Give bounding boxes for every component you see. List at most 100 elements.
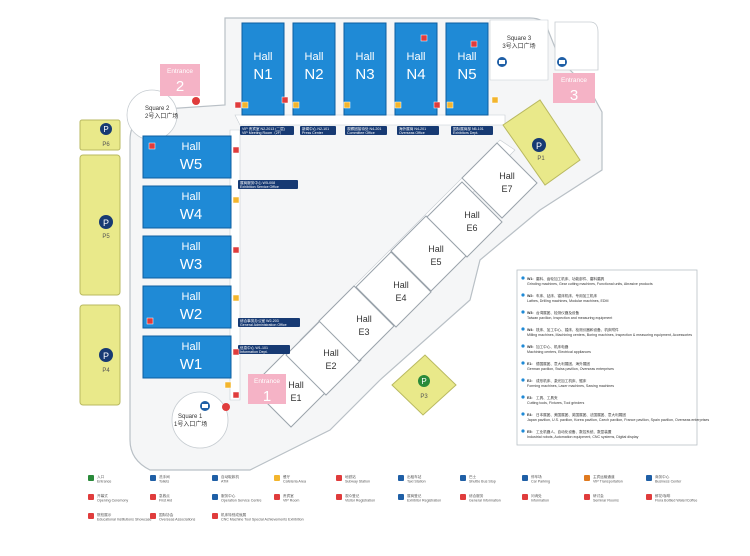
hall-label: Hall: [458, 51, 477, 63]
svg-text:问询处: 问询处: [531, 493, 542, 498]
parking-label: P6: [102, 142, 110, 148]
facility-icon: [420, 34, 428, 42]
svg-text:Cutting tools, Fixtures, Tool: Cutting tools, Fixtures, Tool grinders: [527, 401, 584, 405]
parking-label: P4: [102, 368, 110, 374]
legend-symbol-icon: [274, 494, 280, 500]
svg-text:加工中心、机床电器: 加工中心、机床电器: [536, 344, 569, 349]
entrance-2[interactable]: Entrance 2: [160, 64, 200, 96]
svg-text:展商登记: 展商登记: [407, 493, 422, 498]
legend-bullet-icon: [521, 378, 525, 382]
parking-p5[interactable]: P P4 P5: [79, 154, 121, 296]
facility-icon: [146, 317, 154, 325]
entrance-number: 3: [570, 87, 578, 104]
hall-label: Hall: [182, 141, 201, 153]
svg-text:Flora Bottled Water/Coffee: Flora Bottled Water/Coffee: [655, 499, 697, 503]
svg-text:停车场: 停车场: [531, 474, 542, 479]
legend-symbol-icon: [646, 494, 652, 500]
parking-label: P5: [102, 234, 110, 240]
svg-text:VIP 贵宾室 N2-2013 (二层): VIP 贵宾室 N2-2013 (二层): [242, 126, 285, 131]
parking-p4[interactable]: P P4: [79, 304, 121, 406]
svg-text:餐厅: 餐厅: [283, 474, 291, 479]
hall-label: Hall: [393, 280, 409, 290]
square-label-cn: 2号入口广场: [145, 112, 178, 120]
facility-icon: [343, 101, 351, 109]
svg-text:W5:: W5:: [527, 345, 534, 349]
legend-symbol-icon: [584, 475, 590, 481]
legend-symbol-icon: [522, 475, 528, 481]
facility-icon: [148, 142, 156, 150]
hall-label: Hall: [305, 51, 324, 63]
svg-text:主宾运输通道: 主宾运输通道: [593, 474, 615, 479]
svg-text:Cafeteria Area: Cafeteria Area: [283, 480, 306, 484]
svg-text:出租车站: 出租车站: [407, 474, 422, 479]
bus-icon: [557, 57, 567, 67]
svg-text:巴士: 巴士: [469, 474, 477, 479]
svg-text:Seminar Rooms: Seminar Rooms: [593, 499, 619, 503]
svg-text:商务中心: 商务中心: [655, 474, 670, 479]
svg-text:Educational Institutions Showc: Educational Institutions Showcase: [97, 518, 152, 522]
legend-bullet-icon: [521, 344, 525, 348]
parking-p3[interactable]: P P3: [391, 354, 457, 416]
hall-number: N1: [253, 66, 272, 83]
svg-text:VIP Transportation: VIP Transportation: [593, 480, 623, 484]
parking-p6[interactable]: P P6: [79, 119, 121, 151]
entrance-3[interactable]: Entrance 3: [553, 73, 595, 104]
hall-number: N5: [457, 66, 476, 83]
svg-text:工业机器人、自动化设备、数控系统、数显装置: 工业机器人、自动化设备、数控系统、数显装置: [536, 429, 612, 434]
svg-text:Shuttle Bus Stop: Shuttle Bus Stop: [469, 480, 496, 484]
legend-symbol-icon: [460, 494, 466, 500]
facility-icon: [292, 101, 300, 109]
legend-bullet-icon: [521, 293, 525, 297]
parking-p1[interactable]: P P1: [502, 99, 581, 186]
svg-text:服务中心: 服务中心: [221, 493, 236, 498]
svg-text:VIP Meeting Room（2F）: VIP Meeting Room（2F）: [242, 130, 283, 135]
facility-icon: [470, 40, 478, 48]
svg-text:急救点: 急救点: [159, 493, 170, 498]
facility-icon: [491, 96, 499, 104]
svg-text:车床、钻床、镗床机床、专用加工机床: 车床、钻床、镗床机床、专用加工机床: [536, 293, 597, 298]
svg-text:Lathes, Drilling machines, Mod: Lathes, Drilling machines, Modular machi…: [527, 299, 609, 303]
info-tags: VIP 贵宾室 N2-2013 (二层)VIP Meeting Room（2F）…: [238, 126, 493, 354]
svg-text:贵宾室: 贵宾室: [283, 493, 294, 498]
legend-bullet-icon: [521, 276, 525, 280]
svg-text:P: P: [103, 351, 109, 361]
entrance-1[interactable]: Entrance 1: [248, 374, 286, 405]
legend-bullet-icon: [521, 327, 525, 331]
svg-text:磨料、齿轮加工机床、功能部件、磨料磨具: 磨料、齿轮加工机床、功能部件、磨料磨具: [536, 276, 605, 281]
entrance-number: 2: [176, 78, 184, 95]
hall-label: Hall: [356, 314, 372, 324]
svg-text:国际协会: 国际协会: [159, 512, 174, 517]
svg-text:Opening Ceremony: Opening Ceremony: [97, 499, 128, 503]
hall-number: E5: [430, 257, 441, 267]
legend-symbol-icon: [88, 475, 94, 481]
